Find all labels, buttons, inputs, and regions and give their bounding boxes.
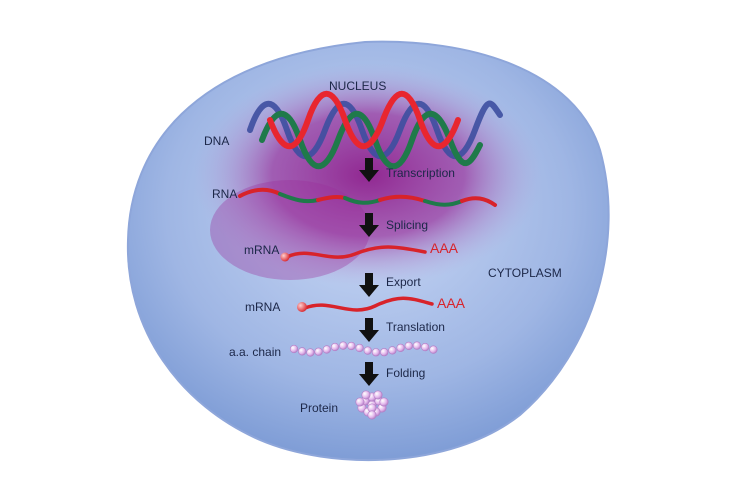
arrow-splicing xyxy=(359,213,379,237)
amino-acid-bead xyxy=(421,343,430,352)
mrna-nucleus-label: mRNA xyxy=(244,243,280,257)
amino-acid-bead xyxy=(322,345,331,354)
arrow-transcription xyxy=(359,158,379,182)
mrna-nucleus xyxy=(280,245,427,262)
amino-acid-bead xyxy=(396,343,405,353)
dna-helix xyxy=(247,90,503,170)
amino-acid-bead xyxy=(339,341,348,350)
amino-acid-bead xyxy=(314,347,323,356)
amino-acid-bead xyxy=(355,343,364,353)
mrna-cytoplasm xyxy=(297,296,434,312)
amino-acid-bead xyxy=(306,348,315,357)
5-prime-cap-icon xyxy=(297,302,307,312)
dna-label: DNA xyxy=(204,134,230,148)
cytoplasm-label: CYTOPLASM xyxy=(488,266,562,280)
rna-label: RNA xyxy=(212,187,238,201)
amino-acid-bead xyxy=(404,341,413,351)
amino-acid-bead xyxy=(380,348,389,357)
amino-acid-bead xyxy=(298,347,307,356)
step-translation: Translation xyxy=(386,320,445,334)
aa-chain-label: a.a. chain xyxy=(229,345,282,359)
amino-acid-bead xyxy=(363,346,372,355)
step-export: Export xyxy=(386,275,421,289)
folded-protein xyxy=(355,390,389,420)
rna-strand xyxy=(238,187,497,207)
protein-bead xyxy=(367,410,377,420)
step-arrows xyxy=(359,158,379,386)
poly-a-tail-cytoplasm: AAA xyxy=(437,295,466,311)
arrow-folding xyxy=(359,362,379,386)
amino-acid-bead xyxy=(388,346,397,355)
amino-acid-bead xyxy=(412,341,422,350)
protein-label: Protein xyxy=(300,401,339,415)
nucleus-label: NUCLEUS xyxy=(329,79,387,93)
amino-acid-bead xyxy=(347,341,356,351)
poly-a-tail-nucleus: AAA xyxy=(430,240,459,256)
step-splicing: Splicing xyxy=(386,218,429,232)
dna-strand-blue xyxy=(247,100,503,160)
amino-acid-bead xyxy=(289,344,299,354)
step-transcription: Transcription xyxy=(386,166,455,180)
amino-acid-bead xyxy=(429,345,438,354)
protein-bead xyxy=(361,390,371,400)
amino-acid-chain xyxy=(289,341,438,357)
step-folding: Folding xyxy=(386,366,426,380)
dna-strand-red xyxy=(267,90,461,150)
protein-bead xyxy=(379,397,389,407)
5-prime-cap-icon xyxy=(280,252,290,262)
arrow-export xyxy=(359,273,379,297)
amino-acid-bead xyxy=(371,348,381,357)
mrna-cytoplasm-label: mRNA xyxy=(245,300,281,314)
protein-bead xyxy=(355,397,365,407)
amino-acid-bead xyxy=(330,342,340,352)
arrow-translation xyxy=(359,318,379,342)
protein-bead xyxy=(373,390,383,400)
